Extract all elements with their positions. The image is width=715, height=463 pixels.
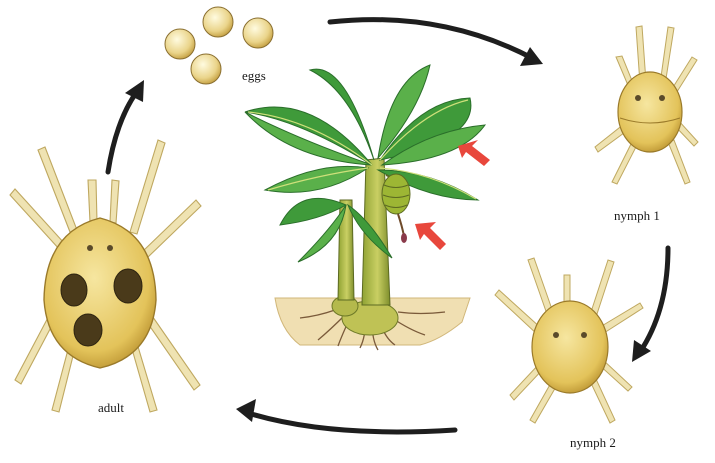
nymph-1-mite [595, 26, 698, 184]
label-eggs: eggs [242, 68, 266, 84]
label-adult: adult [98, 400, 124, 416]
nymph-2-mite [495, 258, 643, 423]
arrow-eggs-to-nymph1 [330, 20, 532, 58]
banana-plant [245, 65, 490, 350]
arrow-nymph2-to-adult [248, 413, 455, 432]
label-nymph-2: nymph 2 [570, 435, 616, 451]
arrow-nymph1-to-nymph2 [640, 248, 668, 352]
adult-mite [10, 140, 201, 412]
arrow-adult-to-eggs [108, 90, 138, 172]
label-nymph-1: nymph 1 [614, 208, 660, 224]
